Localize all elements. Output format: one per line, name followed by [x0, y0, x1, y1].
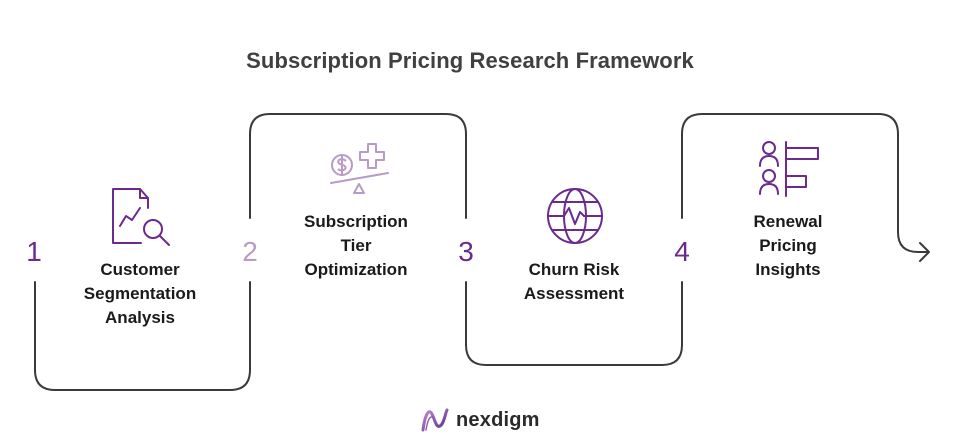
- globe-pulse-icon: [547, 188, 603, 244]
- step-3-bracket: [465, 281, 683, 366]
- step-4-label: Renewal Pricing Insights: [753, 212, 823, 279]
- page-title: Subscription Pricing Research Framework: [246, 48, 694, 73]
- brand-name: nexdigm: [456, 408, 540, 431]
- brand: nexdigm: [420, 404, 540, 436]
- nexdigm-logo-icon: [421, 408, 449, 432]
- document-search-icon: [112, 188, 170, 246]
- price-balance-icon: [330, 143, 389, 194]
- step-1-bracket: [34, 281, 251, 391]
- step-2-bracket: [249, 113, 467, 219]
- step-3-label: Churn Risk Assessment: [523, 260, 625, 303]
- step-2-number: 2: [242, 236, 258, 267]
- arrow-head: [919, 242, 930, 262]
- step-2-label: Subscription Tier Optimization: [304, 212, 408, 279]
- step-3-number: 3: [458, 236, 474, 267]
- step-1-number: 1: [26, 236, 42, 267]
- step-1-label: Customer Segmentation Analysis: [83, 260, 197, 327]
- step-4-bracket: [681, 113, 929, 253]
- people-ranking-icon: [759, 141, 819, 197]
- step-4-number: 4: [674, 236, 690, 267]
